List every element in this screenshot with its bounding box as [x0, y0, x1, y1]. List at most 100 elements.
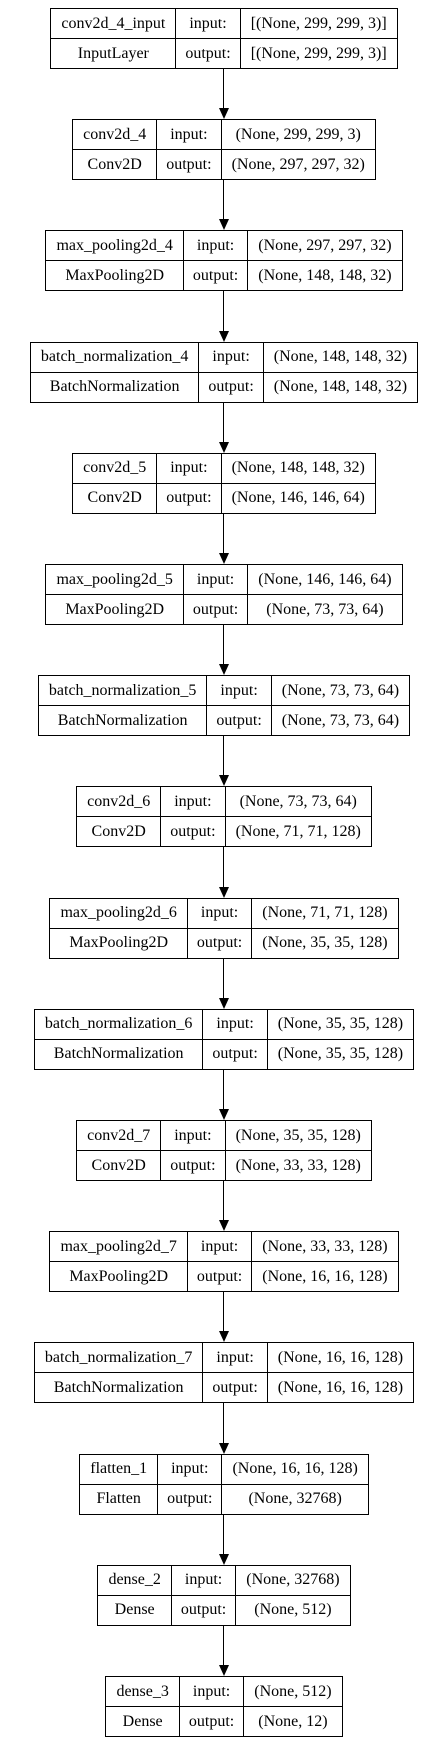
- output-shape: (None, 73, 73, 64): [247, 594, 403, 625]
- layer-box: conv2d_4 input: (None, 299, 299, 3) Conv…: [72, 119, 376, 181]
- connector-line: [223, 180, 225, 220]
- layer-row-bottom: BatchNormalization output: (None, 73, 73…: [37, 705, 411, 737]
- layer-box: conv2d_6 input: (None, 73, 73, 64) Conv2…: [76, 786, 372, 848]
- layer-type: Conv2D: [72, 149, 158, 181]
- layer-row-top: dense_2 input: (None, 32768): [97, 1564, 351, 1596]
- layer-box: batch_normalization_7 input: (None, 16, …: [33, 1342, 415, 1404]
- input-label: input:: [178, 1676, 245, 1707]
- input-shape: (None, 148, 148, 32): [220, 452, 376, 484]
- output-label: output:: [206, 705, 272, 737]
- layer-table: dense_2 input: (None, 32768) Dense outpu…: [97, 1564, 351, 1626]
- output-label: output:: [198, 371, 264, 403]
- layer-box: dense_2 input: (None, 32768) Dense outpu…: [97, 1564, 351, 1626]
- input-label: input:: [156, 119, 222, 151]
- output-shape: (None, 32768): [221, 1483, 369, 1515]
- layer-name: max_pooling2d_5: [45, 564, 184, 595]
- output-label: output:: [178, 1706, 245, 1737]
- layer-node-max_pooling2d_5: max_pooling2d_5 input: (None, 146, 146, …: [0, 564, 448, 625]
- layer-row-top: max_pooling2d_7 input: (None, 33, 33, 12…: [49, 1231, 399, 1263]
- layer-table: conv2d_6 input: (None, 73, 73, 64) Conv2…: [76, 786, 372, 848]
- output-shape: (None, 297, 297, 32): [220, 149, 376, 181]
- input-label: input:: [156, 452, 222, 484]
- layer-row-bottom: BatchNormalization output: (None, 35, 35…: [33, 1038, 415, 1070]
- input-shape: (None, 73, 73, 64): [270, 675, 411, 707]
- input-label: input:: [170, 1564, 237, 1596]
- layer-node-flatten_1: flatten_1 input: (None, 16, 16, 128) Fla…: [0, 1453, 448, 1515]
- layer-type: Conv2D: [76, 1150, 162, 1181]
- input-shape: (None, 299, 299, 3): [220, 119, 376, 151]
- layer-type: BatchNormalization: [33, 1038, 204, 1070]
- input-label: input:: [157, 1453, 223, 1485]
- layer-node-conv2d_6: conv2d_6 input: (None, 73, 73, 64) Conv2…: [0, 786, 448, 848]
- layer-type: Conv2D: [76, 816, 162, 848]
- layer-box: max_pooling2d_6 input: (None, 71, 71, 12…: [49, 897, 399, 959]
- connector-line: [223, 1181, 225, 1221]
- connector-line: [223, 736, 225, 776]
- input-shape: (None, 297, 297, 32): [247, 230, 403, 262]
- layer-name: batch_normalization_7: [33, 1342, 204, 1374]
- connector-line: [223, 1625, 225, 1665]
- output-shape: (None, 12): [243, 1706, 343, 1737]
- output-shape: (None, 16, 16, 128): [251, 1261, 399, 1293]
- output-label: output:: [186, 1261, 253, 1293]
- output-label: output:: [160, 1150, 226, 1181]
- arrow-down-icon: [219, 1442, 229, 1454]
- layer-row-top: dense_3 input: (None, 512): [105, 1676, 343, 1707]
- layer-node-max_pooling2d_6: max_pooling2d_6 input: (None, 71, 71, 12…: [0, 897, 448, 959]
- connector-line: [223, 1403, 225, 1443]
- layer-table: max_pooling2d_7 input: (None, 33, 33, 12…: [49, 1231, 399, 1293]
- layer-type: Dense: [97, 1594, 172, 1626]
- layer-row-bottom: Conv2D output: (None, 297, 297, 32): [72, 149, 376, 181]
- connector-line: [223, 402, 225, 442]
- layer-row-top: max_pooling2d_6 input: (None, 71, 71, 12…: [49, 897, 399, 929]
- layer-type: Conv2D: [72, 482, 158, 514]
- layer-table: dense_3 input: (None, 512) Dense output:…: [105, 1676, 343, 1737]
- input-label: input:: [186, 1231, 253, 1263]
- input-shape: (None, 35, 35, 128): [224, 1120, 372, 1151]
- output-label: output:: [182, 594, 249, 625]
- layer-row-bottom: Flatten output: (None, 32768): [79, 1483, 369, 1515]
- layer-box: batch_normalization_5 input: (None, 73, …: [37, 675, 411, 737]
- layer-name: batch_normalization_5: [37, 675, 208, 707]
- output-label: output:: [182, 260, 249, 292]
- connector-line: [223, 513, 225, 553]
- output-label: output:: [156, 482, 222, 514]
- layer-row-top: max_pooling2d_5 input: (None, 146, 146, …: [45, 564, 403, 595]
- output-shape: (None, 73, 73, 64): [270, 705, 411, 737]
- layer-row-bottom: Dense output: (None, 12): [105, 1706, 343, 1737]
- input-shape: (None, 33, 33, 128): [251, 1231, 399, 1263]
- arrow-down-icon: [219, 664, 229, 676]
- layer-box: max_pooling2d_5 input: (None, 146, 146, …: [45, 564, 403, 625]
- layer-box: max_pooling2d_7 input: (None, 33, 33, 12…: [49, 1231, 399, 1293]
- layer-node-conv2d_5: conv2d_5 input: (None, 148, 148, 32) Con…: [0, 452, 448, 514]
- input-shape: (None, 73, 73, 64): [224, 786, 372, 818]
- layer-name: conv2d_7: [76, 1120, 162, 1151]
- layer-table: batch_normalization_4 input: (None, 148,…: [29, 341, 419, 403]
- output-shape: (None, 148, 148, 32): [247, 260, 403, 292]
- output-shape: (None, 35, 35, 128): [251, 927, 399, 959]
- arrow-down-icon: [219, 886, 229, 898]
- input-label: input:: [202, 1008, 268, 1040]
- layer-row-top: conv2d_6 input: (None, 73, 73, 64): [76, 786, 372, 818]
- layer-node-batch_normalization_7: batch_normalization_7 input: (None, 16, …: [0, 1342, 448, 1404]
- layer-row-top: batch_normalization_7 input: (None, 16, …: [33, 1342, 415, 1374]
- output-shape: (None, 33, 33, 128): [224, 1150, 372, 1181]
- layer-name: batch_normalization_6: [33, 1008, 204, 1040]
- connector-line: [223, 847, 225, 887]
- layer-name: conv2d_4: [72, 119, 158, 151]
- layer-table: flatten_1 input: (None, 16, 16, 128) Fla…: [79, 1453, 369, 1515]
- layer-row-bottom: InputLayer output: [(None, 299, 299, 3)]: [50, 38, 398, 69]
- layer-table: max_pooling2d_5 input: (None, 146, 146, …: [45, 564, 403, 625]
- connector-line: [223, 1292, 225, 1332]
- input-shape: (None, 16, 16, 128): [221, 1453, 369, 1485]
- layer-row-top: conv2d_5 input: (None, 148, 148, 32): [72, 452, 376, 484]
- input-label: input:: [198, 341, 264, 373]
- layer-name: flatten_1: [79, 1453, 159, 1485]
- output-label: output:: [157, 1483, 223, 1515]
- layer-table: max_pooling2d_4 input: (None, 297, 297, …: [45, 230, 403, 292]
- output-label: output:: [160, 816, 226, 848]
- layer-node-batch_normalization_4: batch_normalization_4 input: (None, 148,…: [0, 341, 448, 403]
- layer-box: conv2d_4_input input: [(None, 299, 299, …: [50, 8, 398, 69]
- layer-table: conv2d_4_input input: [(None, 299, 299, …: [50, 8, 398, 69]
- layer-table: conv2d_5 input: (None, 148, 148, 32) Con…: [72, 452, 376, 514]
